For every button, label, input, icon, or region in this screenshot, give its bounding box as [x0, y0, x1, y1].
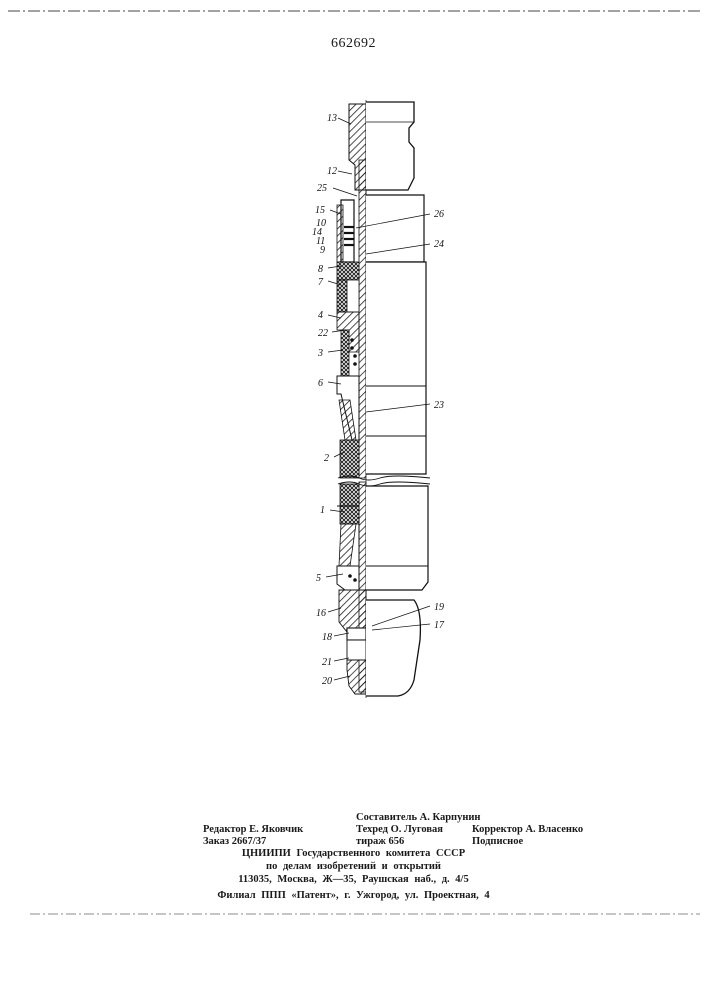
- label-12: 12: [327, 166, 337, 177]
- label-20: 20: [322, 676, 332, 687]
- label-7: 7: [318, 277, 324, 288]
- label-26: 26: [434, 209, 444, 220]
- label-13: 13: [327, 113, 337, 124]
- colophon-order: Заказ 2667/37: [203, 835, 266, 848]
- exterior-shoe: [366, 600, 420, 696]
- label-5: 5: [316, 573, 321, 584]
- part-1: [340, 484, 359, 524]
- part-3: [341, 330, 349, 376]
- label-3: 3: [317, 348, 323, 359]
- colophon-org-line1: ЦНИИПИ Государственного комитета СССР: [0, 848, 707, 859]
- part-5: [337, 566, 359, 590]
- part-20-nose: [347, 660, 366, 694]
- label-8: 8: [318, 264, 323, 275]
- label-2: 2: [324, 453, 329, 464]
- part-16: [339, 590, 366, 632]
- part-7-inner: [347, 280, 359, 312]
- label-19: 19: [434, 602, 444, 613]
- part-18: [347, 628, 366, 640]
- exterior-lower-body: [366, 486, 428, 590]
- label-22: 22: [318, 328, 328, 339]
- label-4: 4: [318, 310, 323, 321]
- exterior-body: [366, 262, 426, 474]
- label-1: 1: [320, 505, 325, 516]
- label-24: 24: [434, 239, 444, 250]
- label-23: 23: [434, 400, 444, 411]
- exterior-top-sub: [366, 102, 414, 190]
- label-25: 25: [317, 183, 327, 194]
- colophon-address: 113035, Москва, Ж—35, Раушская наб., д. …: [0, 874, 707, 885]
- colophon-org-line2: по делам изобретений и открытий: [0, 861, 707, 872]
- label-15: 15: [315, 205, 325, 216]
- label-18: 18: [322, 632, 332, 643]
- colophon-subscription: Подписное: [472, 835, 523, 848]
- part-2: [340, 440, 359, 478]
- part-21: [347, 640, 366, 660]
- label-9: 9: [320, 245, 325, 256]
- colophon-circulation: тираж 656: [356, 835, 404, 848]
- label-21: 21: [322, 657, 332, 668]
- mandrel: [359, 160, 366, 478]
- label-16: 16: [316, 608, 326, 619]
- colophon-branch: Филиал ППП «Патент», г. Ужгород, ул. Про…: [0, 890, 707, 901]
- label-17: 17: [434, 620, 445, 631]
- part-1-wedge: [339, 524, 356, 566]
- exterior-housing-upper: [366, 195, 424, 262]
- part-7: [337, 280, 347, 312]
- part-8: [337, 262, 359, 280]
- label-6: 6: [318, 378, 323, 389]
